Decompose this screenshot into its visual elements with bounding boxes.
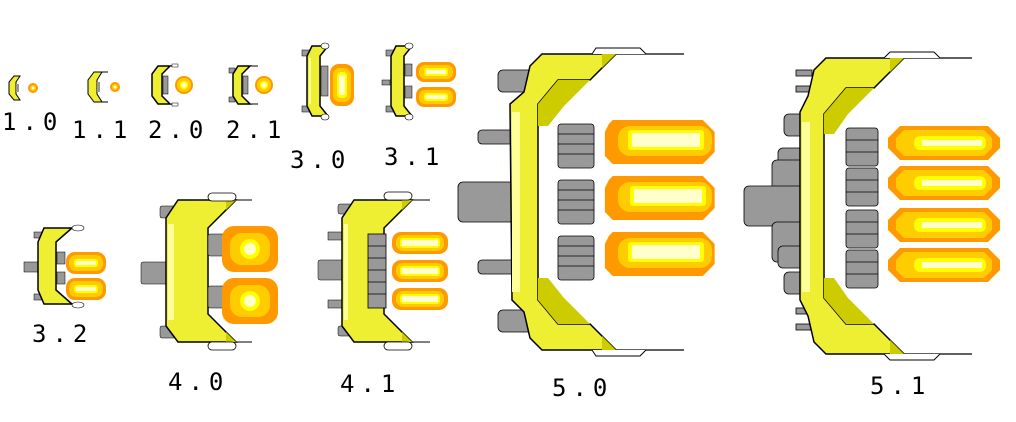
- ship-3-0-icon: [301, 42, 354, 121]
- ship-sprite-5-0: [454, 42, 715, 362]
- ship-sprite-2-0: [148, 62, 196, 110]
- sprite-label-3-2: 3.2: [32, 320, 94, 348]
- sprite-label-3-1: 3.1: [384, 143, 446, 171]
- ship-sprite-4-0: [138, 190, 288, 360]
- ship-5-0-icon: [457, 47, 715, 357]
- ship-3-1-icon: [381, 42, 456, 121]
- ship-sprite-5-1: [742, 51, 1012, 362]
- ship-sprite-4-1: [316, 190, 456, 360]
- sprite-label-2-0: 2.0: [148, 116, 210, 144]
- ship-sprite-1-1: [84, 68, 124, 108]
- ship-1-1-icon: [87, 71, 120, 103]
- ship-2-0-icon: [151, 63, 193, 107]
- sprite-label-5-1: 5.1: [870, 372, 932, 400]
- ship-1-0-icon: [8, 75, 38, 101]
- sprite-label-3-0: 3.0: [290, 146, 352, 174]
- sprite-label-1-1: 1.1: [72, 116, 134, 144]
- sprite-label-4-1: 4.1: [340, 370, 402, 398]
- ship-4-0-icon: [140, 192, 278, 351]
- ship-sprite-3-0: [300, 40, 360, 130]
- ship-5-1-icon: [743, 51, 1000, 361]
- ship-sprite-3-1: [381, 40, 462, 130]
- ship-2-1-icon: [228, 65, 273, 105]
- ship-sprite-2-1: [226, 62, 276, 110]
- sprite-label-2-1: 2.1: [226, 116, 288, 144]
- sprite-label-1-0: 1.0: [2, 108, 64, 136]
- sprite-label-5-0: 5.0: [552, 374, 614, 402]
- ship-sprite-1-0: [6, 74, 42, 104]
- sprite-label-4-0: 4.0: [168, 368, 230, 396]
- ship-4-1-icon: [317, 191, 448, 351]
- ship-3-2-icon: [23, 224, 106, 309]
- ship-sprite-3-2: [22, 222, 112, 312]
